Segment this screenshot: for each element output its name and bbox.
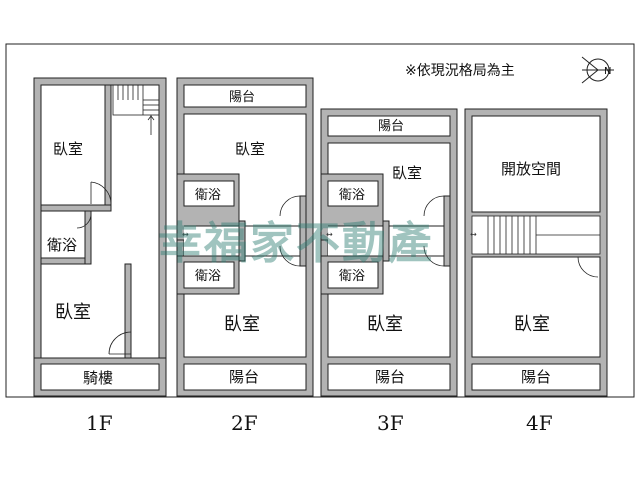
door-1f-b <box>108 331 132 355</box>
floor-3f: ↔ 陽台 臥室 衛浴 衛浴 臥室 陽台 <box>320 108 458 397</box>
floor-label-3f: 3F <box>377 411 404 435</box>
room-3f-bath-top: 衛浴 <box>339 188 365 203</box>
room-3f-balcony-top: 陽台 <box>378 119 404 134</box>
floor-label-4f: 4F <box>526 411 553 435</box>
room-2f-bath-top: 衛浴 <box>195 188 221 203</box>
room-2f-bedroom-bottom: 臥室 <box>224 314 260 335</box>
room-3f-bedroom-top: 臥室 <box>392 164 422 182</box>
room-4f-open-space: 開放空間 <box>501 160 561 178</box>
room-1f-bedroom-top: 臥室 <box>53 140 83 158</box>
svg-text:↔: ↔ <box>182 230 189 239</box>
floor-1f: 臥室 衛浴 臥室 騎樓 <box>33 77 167 397</box>
svg-text:↔: ↔ <box>326 230 333 239</box>
room-4f-balcony: 陽台 <box>521 368 551 386</box>
floor-2f: ↔ 臥室 陽台 衛浴 衛浴 臥室 陽台 <box>176 77 314 397</box>
watermark: 幸福家不動產 <box>158 218 434 269</box>
room-1f-arcade: 騎樓 <box>83 369 113 387</box>
door-1f-a <box>90 181 112 205</box>
room-3f-bedroom-bottom: 臥室 <box>367 314 403 335</box>
floor-label-2f: 2F <box>231 411 258 435</box>
compass-letter: N <box>604 66 611 77</box>
room-2f-balcony-top: 陽台 <box>229 90 255 105</box>
room-3f-bath-bottom: 衛浴 <box>339 269 365 284</box>
room-2f-bath-bottom: 衛浴 <box>195 269 221 284</box>
staircase-4f <box>471 215 601 255</box>
page-frame <box>5 43 635 398</box>
room-2f-bedroom-top: 臥室 <box>235 140 265 158</box>
compass-icon: N <box>581 56 614 84</box>
svg-text:↔: ↔ <box>470 230 477 239</box>
layout-note: ※依現況格局為主 <box>405 63 515 79</box>
room-2f-balcony-bottom: 陽台 <box>229 368 259 386</box>
room-3f-balcony-bottom: 陽台 <box>375 368 405 386</box>
floor-4f: ↔ 開放空間 臥室 陽台 <box>464 108 608 397</box>
room-1f-bedroom-bottom: 臥室 <box>55 302 91 323</box>
room-1f-bath: 衛浴 <box>47 236 77 254</box>
room-4f-bedroom: 臥室 <box>514 314 550 335</box>
floor-label-1f: 1F <box>86 411 113 435</box>
staircase-1f <box>112 84 160 135</box>
